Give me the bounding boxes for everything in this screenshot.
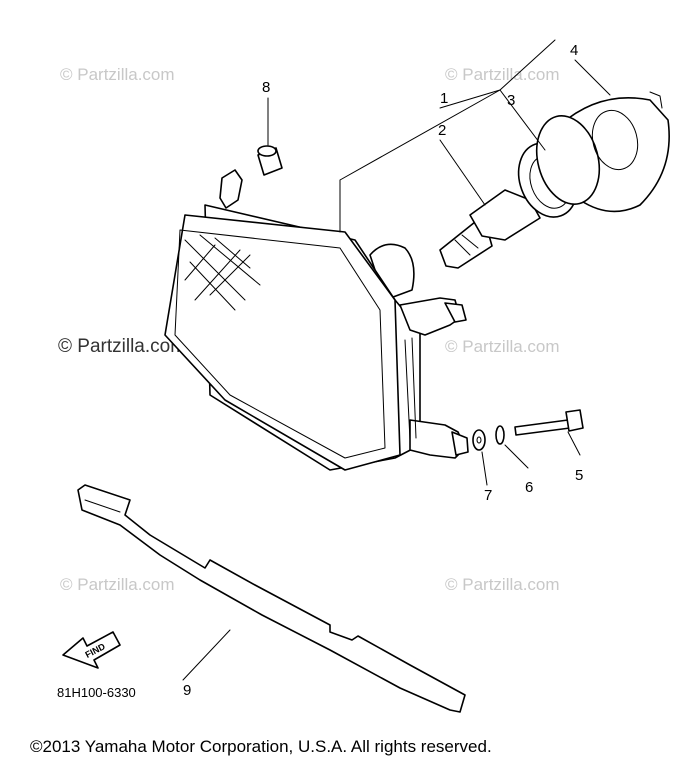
diagram-part-number: 81H100-6330 bbox=[57, 685, 136, 700]
callout-8: 8 bbox=[262, 79, 270, 96]
watermark-dark: © Partzilla.com bbox=[58, 336, 186, 357]
callout-4: 4 bbox=[570, 42, 578, 59]
callout-5: 5 bbox=[575, 467, 583, 484]
callout-1: 1 bbox=[440, 90, 448, 107]
socket-cover-part-4 bbox=[535, 91, 670, 213]
watermark: © Partzilla.com bbox=[445, 575, 560, 594]
watermark: © Partzilla.com bbox=[60, 575, 175, 594]
watermark: © Partzilla.com bbox=[60, 65, 175, 84]
bracket-part-9 bbox=[77, 484, 466, 713]
washer-part-7 bbox=[472, 429, 486, 451]
grommet-part-8 bbox=[257, 145, 283, 176]
callout-3: 3 bbox=[507, 92, 515, 109]
lens-texture-lines bbox=[184, 234, 261, 311]
copyright-notice: ©2013 Yamaha Motor Corporation, U.S.A. A… bbox=[30, 737, 492, 756]
screw-part-5 bbox=[514, 409, 584, 436]
watermark: © Partzilla.com bbox=[445, 65, 560, 84]
leader-lines bbox=[182, 39, 611, 681]
headlight-assembly bbox=[164, 169, 469, 471]
callout-9: 9 bbox=[183, 682, 191, 699]
bulb-part-2 bbox=[439, 189, 541, 269]
washer-part-6 bbox=[495, 425, 505, 445]
callout-2: 2 bbox=[438, 122, 446, 139]
find-arrow-icon: FIND bbox=[62, 631, 121, 669]
callout-7: 7 bbox=[484, 487, 492, 504]
callout-6: 6 bbox=[525, 479, 533, 496]
watermark: © Partzilla.com bbox=[445, 337, 560, 356]
